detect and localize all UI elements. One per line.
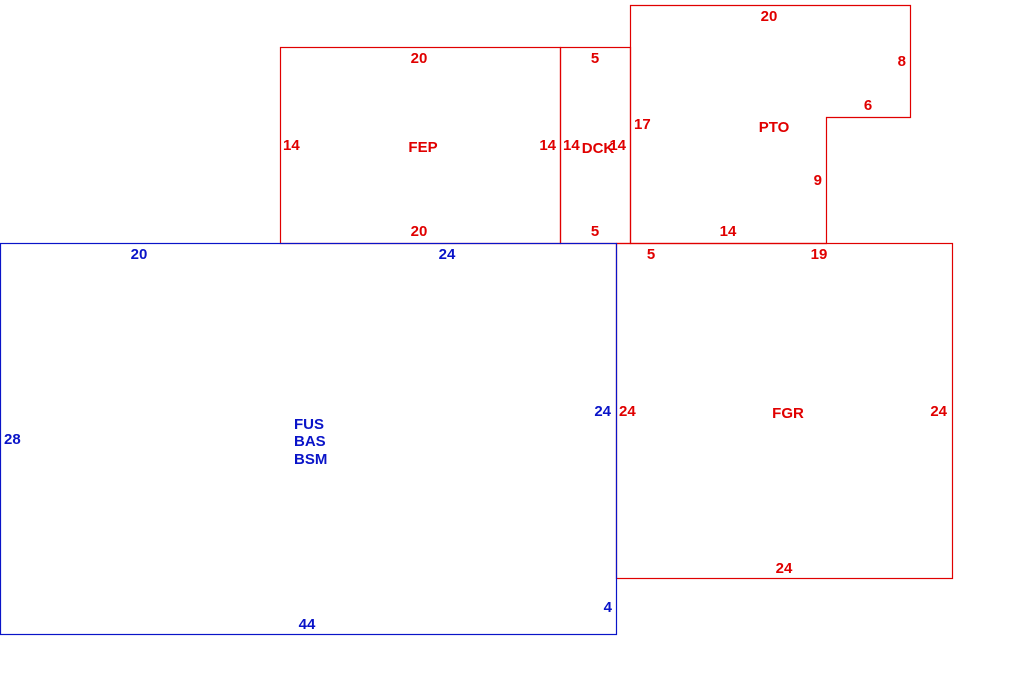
- fgr-left-dimension: 24: [619, 403, 636, 420]
- main-step-dimension: 4: [604, 599, 613, 616]
- main-area-outline: [0, 242, 618, 636]
- pto-left-dimension: 17: [634, 116, 651, 133]
- pto-right-dimension: 8: [898, 53, 906, 70]
- pto-notch-side-dimension: 9: [814, 172, 822, 189]
- dck-bottom-dimension: 5: [591, 223, 599, 240]
- dck-top-dimension: 5: [591, 50, 599, 67]
- main-area-label-2: BAS: [294, 433, 326, 450]
- fgr-top-right-dimension: 19: [811, 246, 828, 263]
- pto-top-dimension: 20: [761, 8, 778, 25]
- fgr-top-left-dimension: 5: [647, 246, 655, 263]
- fep-left-dimension: 14: [283, 137, 300, 154]
- pto-bottom-dimension: 14: [720, 223, 737, 240]
- pto-area-label: PTO: [759, 119, 790, 136]
- dck-area-label: DCK: [582, 140, 615, 157]
- fep-right-dimension: 14: [539, 137, 556, 154]
- main-area-label-1: FUS: [294, 416, 324, 433]
- fgr-area-label: FGR: [772, 405, 804, 422]
- pto-notch-top-dimension: 6: [864, 97, 872, 114]
- main-right-dimension: 24: [594, 403, 611, 420]
- fep-area-label: FEP: [408, 139, 437, 156]
- fgr-bottom-dimension: 24: [776, 560, 793, 577]
- main-top-left-dimension: 20: [131, 246, 148, 263]
- main-left-dimension: 28: [4, 431, 21, 448]
- dck-left-dimension: 14: [563, 137, 580, 154]
- main-top-right-dimension: 24: [439, 246, 456, 263]
- fep-bottom-dimension: 20: [411, 223, 428, 240]
- main-area-label-3: BSM: [294, 451, 327, 468]
- dck-right-dimension: 14: [609, 137, 626, 154]
- fgr-right-dimension: 24: [930, 403, 947, 420]
- fep-top-dimension: 20: [411, 50, 428, 67]
- main-bottom-dimension: 44: [299, 616, 316, 633]
